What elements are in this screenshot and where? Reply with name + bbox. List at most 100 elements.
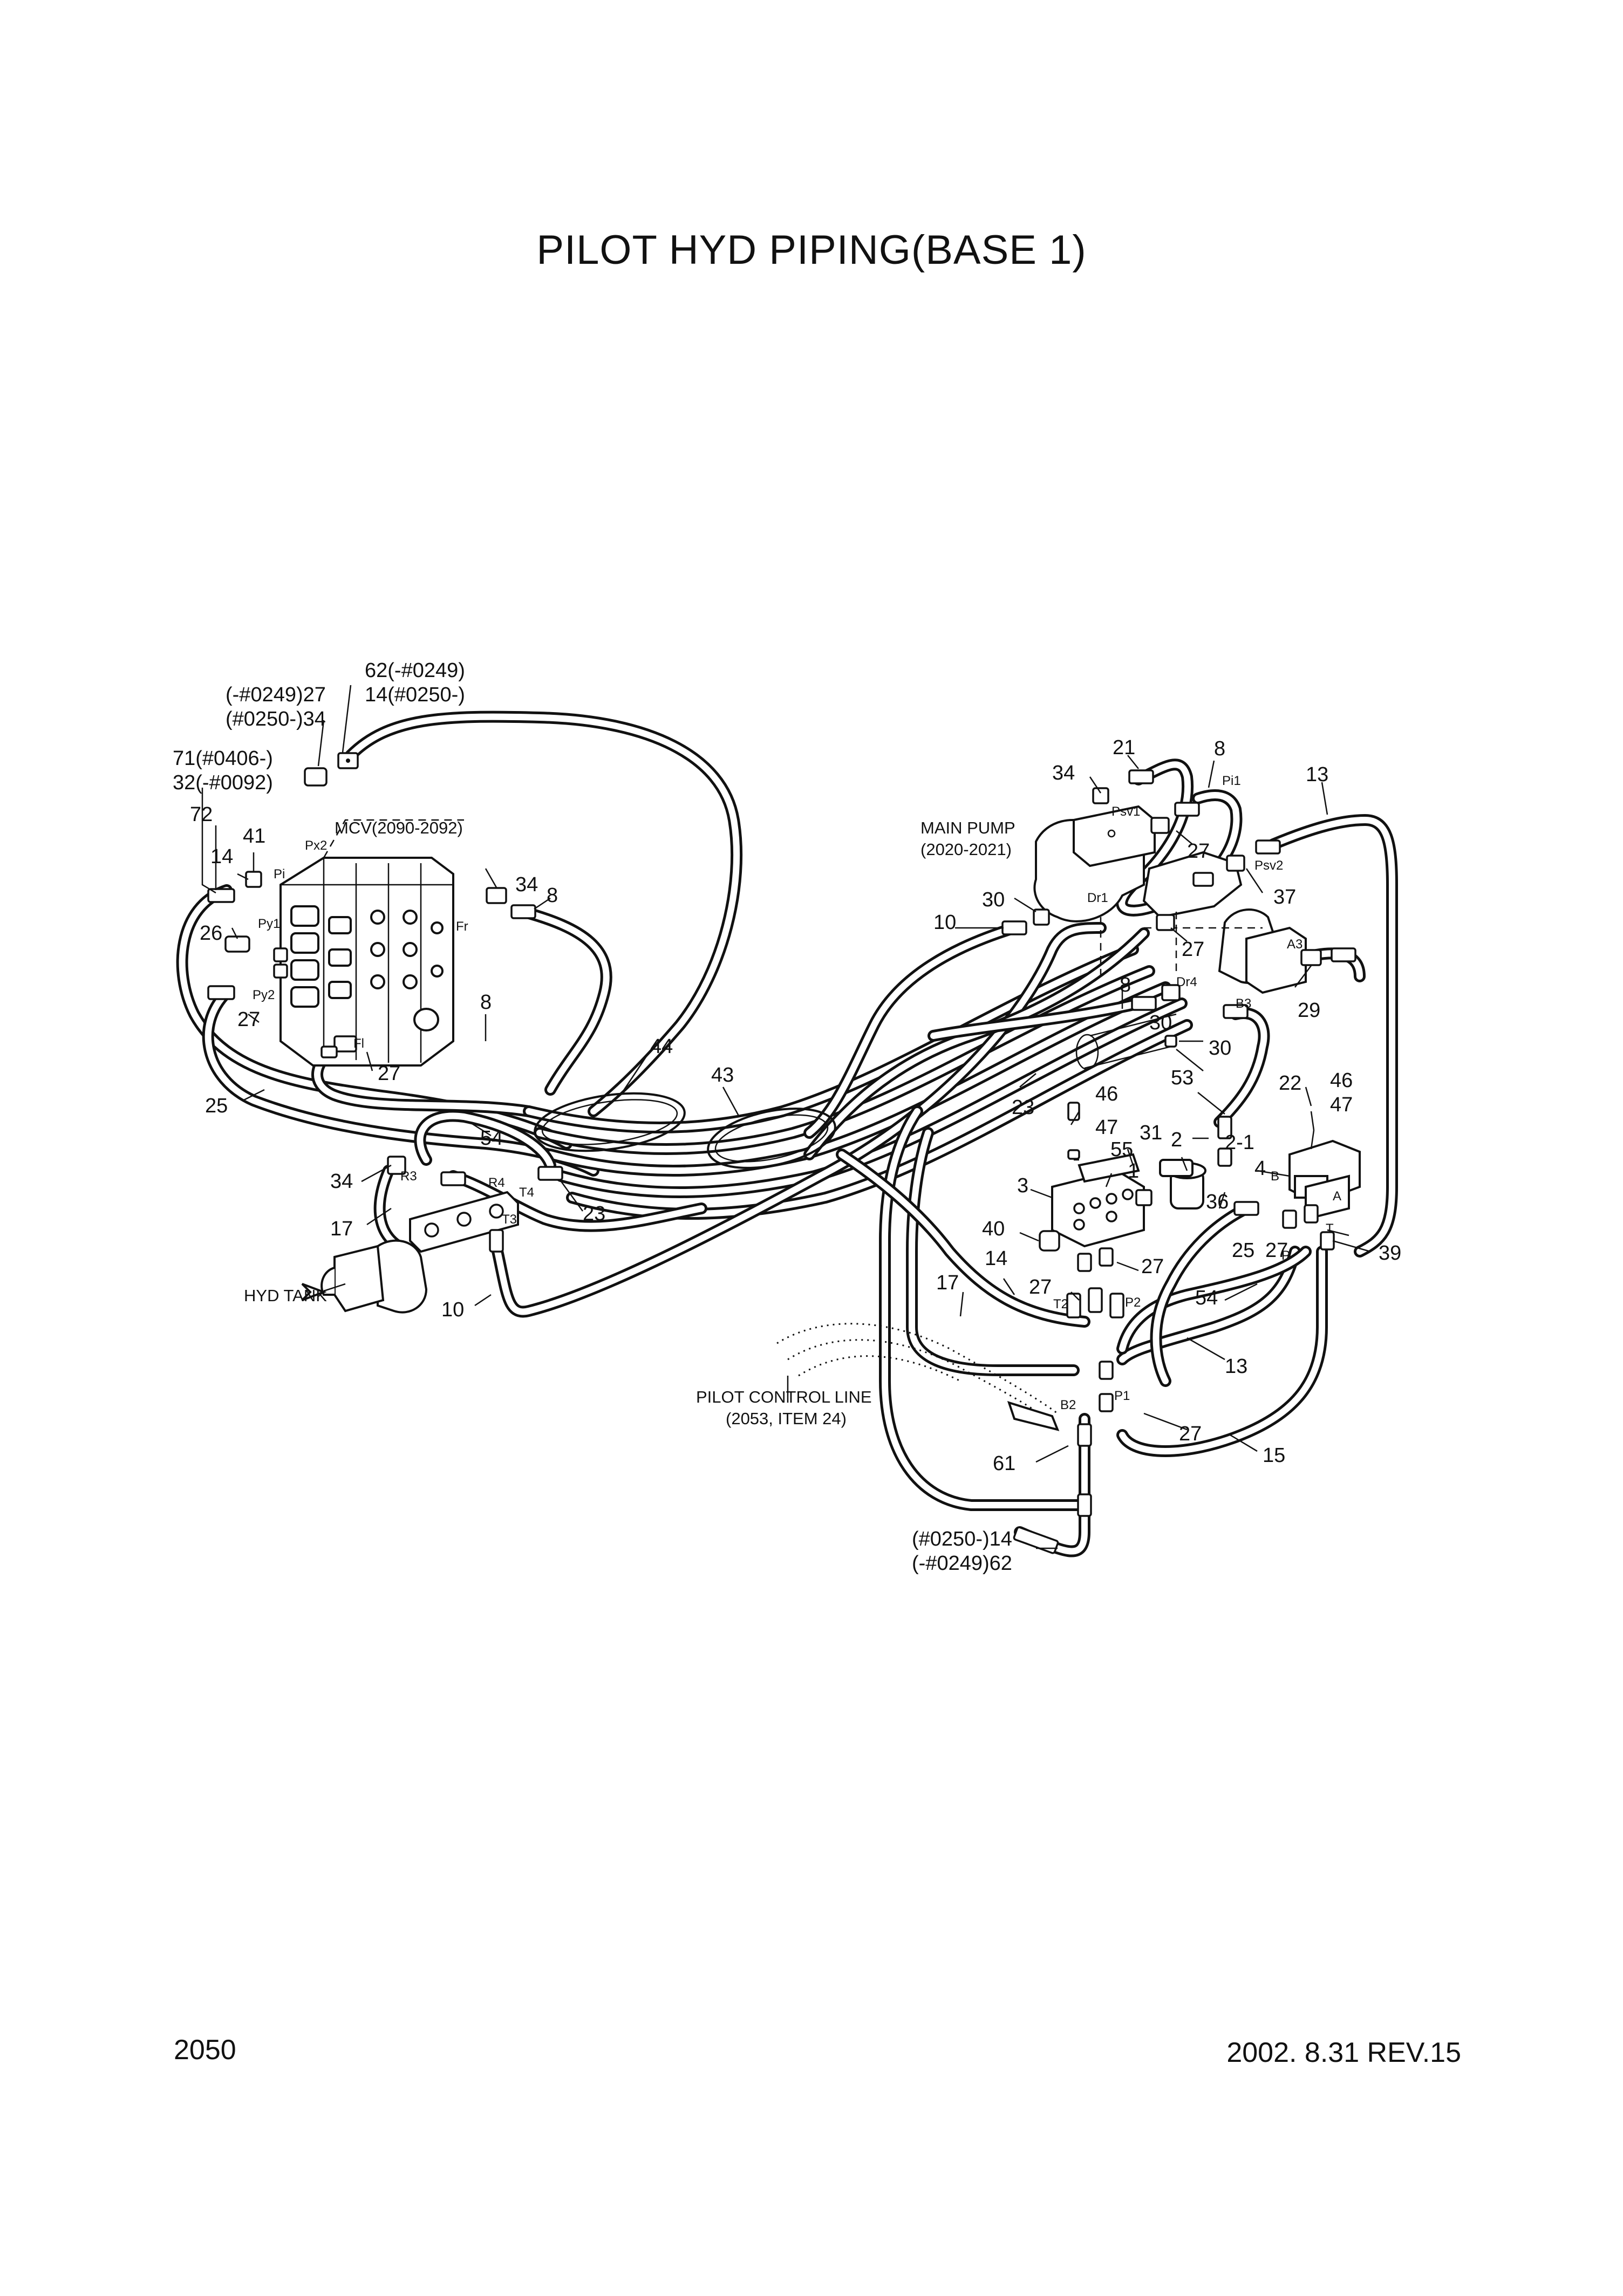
callout-41: 41: [243, 825, 265, 848]
main-pump-label: MAIN PUMP: [920, 818, 1015, 837]
callout-14: 14: [985, 1247, 1007, 1270]
revision-date: 2002. 8.31 REV.15: [1226, 2037, 1461, 2068]
port-a3: A3: [1287, 937, 1303, 952]
main-control-valve: [279, 819, 464, 1067]
port-p: P: [1281, 1248, 1290, 1263]
hose-clamp-44: [534, 1092, 686, 1152]
callout-32-0092: 32(-#0092): [173, 771, 273, 794]
port-t2: T2: [1053, 1297, 1068, 1311]
callout-17: 17: [330, 1218, 353, 1240]
callout-25: 25: [1232, 1239, 1254, 1262]
pilot-block: [1051, 1153, 1145, 1248]
callout-10: 10: [441, 1299, 464, 1321]
port-a: A: [1333, 1189, 1341, 1204]
port-b: B: [1271, 1169, 1279, 1184]
callout-23: 23: [1012, 1096, 1034, 1119]
component-labels: MCV(2090-2092) MAIN PUMP (2020-2021) HYD…: [244, 818, 1015, 1428]
callout-47: 47: [1330, 1094, 1353, 1116]
callout-46: 46: [1330, 1069, 1353, 1092]
callout-34: 34: [515, 873, 538, 896]
port-t3: T3: [502, 1212, 517, 1227]
callout-15: 15: [1263, 1444, 1285, 1467]
port-dr1: Dr1: [1087, 891, 1108, 905]
port-pi1: Pi1: [1222, 774, 1241, 788]
port-t: T: [1326, 1221, 1334, 1236]
callout-27: 27: [1182, 938, 1204, 961]
callout-34: 34: [330, 1170, 353, 1193]
callout-23: 23: [583, 1202, 605, 1225]
port-r3: R3: [400, 1169, 417, 1184]
mcv-label: MCV(2090-2092): [335, 818, 463, 837]
callout-26: 26: [200, 922, 222, 945]
port-fl: Fl: [353, 1036, 364, 1051]
port-pi: Pi: [274, 867, 285, 882]
callout-13: 13: [1306, 763, 1328, 786]
callout-71-0406: 71(#0406-): [173, 747, 273, 770]
callout-27: 27: [1029, 1276, 1052, 1299]
port-labels: Px2 Pi Py1 Py2 Fl Fr R3 R4 T4 T3 Psv1 Pi…: [253, 774, 1341, 1412]
callout-31: 31: [1140, 1122, 1162, 1144]
callout-40: 40: [982, 1218, 1005, 1240]
callout-30: 30: [1209, 1037, 1231, 1060]
hose-clamp-43: [707, 1108, 836, 1169]
callout-72: 72: [190, 803, 213, 826]
callout-62-0249-bottom: (-#0249)62: [912, 1552, 1012, 1575]
pilot-control-line: [776, 1323, 1060, 1431]
callout-46: 46: [1095, 1083, 1118, 1105]
callout-14-0250-bottom: (#0250-)14: [912, 1528, 1012, 1550]
solenoid-valve: [1288, 1139, 1361, 1221]
port-py1: Py1: [258, 917, 280, 931]
callout-2: 2: [1171, 1129, 1182, 1151]
callout-22: 22: [1279, 1072, 1301, 1095]
pilot-control-line-label: PILOT CONTROL LINE: [696, 1388, 872, 1406]
callout-27-0249: (-#0249)27: [226, 684, 326, 706]
main-pump-ref-label: (2020-2021): [920, 840, 1012, 859]
pilot-control-line-ref-label: (2053, ITEM 24): [726, 1409, 847, 1428]
callout-36: 36: [1206, 1191, 1229, 1213]
main-pump: [1033, 805, 1307, 1070]
callout-54: 54: [1195, 1287, 1218, 1309]
callout-54: 54: [480, 1127, 503, 1150]
callout-27: 27: [1187, 840, 1210, 863]
callout-2-1: 2-1: [1225, 1131, 1254, 1154]
return-manifold: [301, 1191, 519, 1314]
callout-4: 4: [1254, 1157, 1266, 1180]
callout-61: 61: [993, 1452, 1015, 1475]
callout-8: 8: [547, 884, 558, 907]
port-b3: B3: [1236, 996, 1251, 1011]
callout-8: 8: [480, 991, 492, 1014]
callout-3: 3: [1017, 1174, 1028, 1197]
fittings: [207, 752, 1356, 1554]
callout-29: 29: [1298, 999, 1320, 1022]
callout-1: 1: [1128, 1160, 1139, 1183]
leader-lines: [201, 685, 1371, 1549]
callout-14-0250: 14(#0250-): [365, 684, 465, 706]
callout-30: 30: [1149, 1012, 1172, 1034]
callout-62-0249: 62(-#0249): [365, 659, 465, 682]
port-p2: P2: [1125, 1295, 1141, 1310]
callout-8: 8: [1214, 737, 1225, 760]
callout-10: 10: [933, 911, 956, 934]
callout-21: 21: [1113, 736, 1135, 759]
callout-labels: 62(-#0249) 14(#0250-) (-#0249)27 (#0250-…: [173, 659, 1401, 1575]
callout-27: 27: [378, 1062, 400, 1085]
page-number: 2050: [174, 2034, 236, 2066]
callout-14: 14: [210, 845, 233, 868]
callout-27: 27: [1141, 1255, 1164, 1278]
port-px2: Px2: [305, 838, 327, 853]
port-psv2: Psv2: [1254, 858, 1283, 873]
port-fr: Fr: [456, 919, 468, 934]
port-psv1: Psv1: [1111, 804, 1140, 819]
hyd-tank-label: HYD TANK: [244, 1286, 327, 1305]
port-dr4: Dr4: [1176, 975, 1197, 989]
callout-43: 43: [711, 1064, 734, 1086]
callout-8: 8: [1120, 974, 1131, 996]
port-p1: P1: [1114, 1389, 1130, 1403]
page-title: PILOT HYD PIPING(BASE 1): [536, 227, 1087, 273]
callout-55: 55: [1110, 1138, 1133, 1161]
line-filter: [1159, 1159, 1206, 1210]
port-r4: R4: [488, 1176, 505, 1190]
callout-39: 39: [1379, 1242, 1401, 1265]
callout-47: 47: [1095, 1116, 1118, 1139]
